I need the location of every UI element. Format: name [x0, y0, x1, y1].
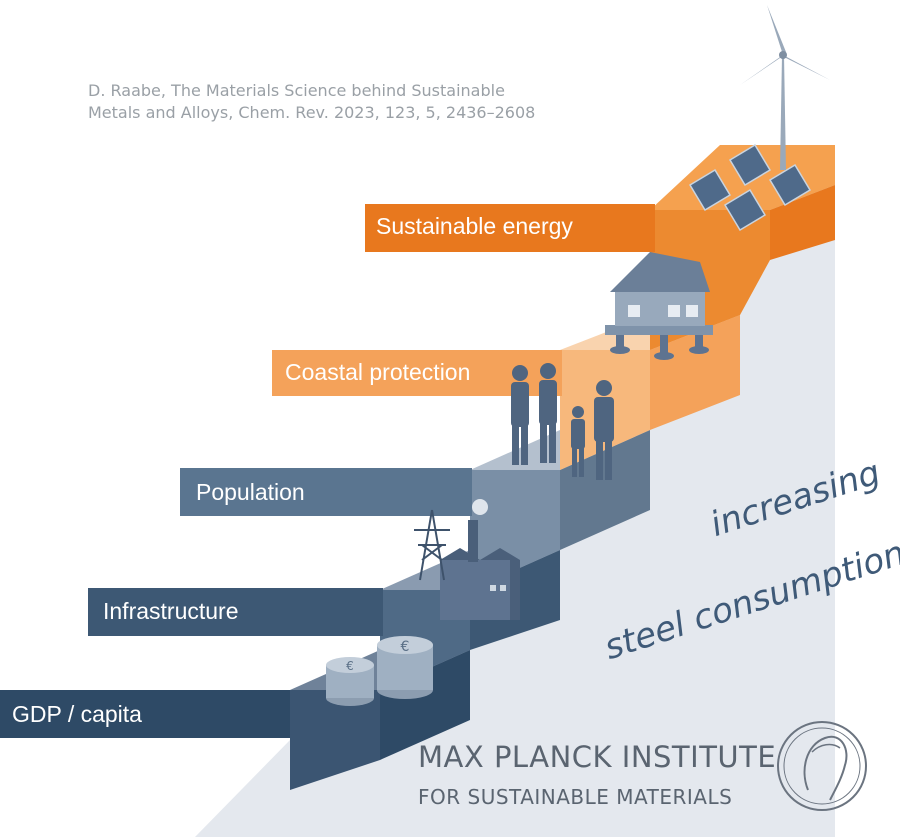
- solar-panel-icon: [688, 143, 812, 232]
- institute-title: MAX PLANCK INSTITUTE: [418, 740, 777, 774]
- citation-line-2: Metals and Alloys, Chem. Rev. 2023, 123,…: [88, 103, 536, 122]
- svg-text:€: €: [346, 659, 354, 673]
- label-gdp-capita: GDP / capita: [12, 701, 142, 727]
- band-energy: [365, 204, 655, 252]
- step-gdp-front: [290, 690, 380, 790]
- institute-subtitle: FOR SUSTAINABLE MATERIALS: [418, 785, 733, 809]
- citation-text: D. Raabe, The Materials Science behind S…: [88, 80, 608, 124]
- label-infrastructure: Infrastructure: [103, 598, 239, 624]
- label-population: Population: [196, 479, 305, 505]
- people-family-icon: [511, 363, 614, 480]
- citation-line-1: D. Raabe, The Materials Science behind S…: [88, 81, 505, 100]
- band-gdp: [0, 690, 290, 738]
- band-population: [180, 468, 472, 516]
- minerva-seal-icon: [777, 721, 867, 811]
- label-sustainable-energy: Sustainable energy: [376, 213, 573, 239]
- band-infrastructure: [88, 588, 383, 636]
- house-on-stilts-icon: [605, 252, 713, 360]
- step-gdp-riser: [380, 650, 470, 760]
- wind-turbine-icon: [740, 5, 830, 170]
- step-coastal-riser: [650, 315, 740, 430]
- svg-text:€: €: [401, 639, 410, 655]
- label-coastal-protection: Coastal protection: [285, 359, 471, 385]
- euro-coins-icon: € €: [326, 636, 433, 706]
- power-pylon-icon: [414, 509, 450, 581]
- factory-icon: [440, 499, 520, 620]
